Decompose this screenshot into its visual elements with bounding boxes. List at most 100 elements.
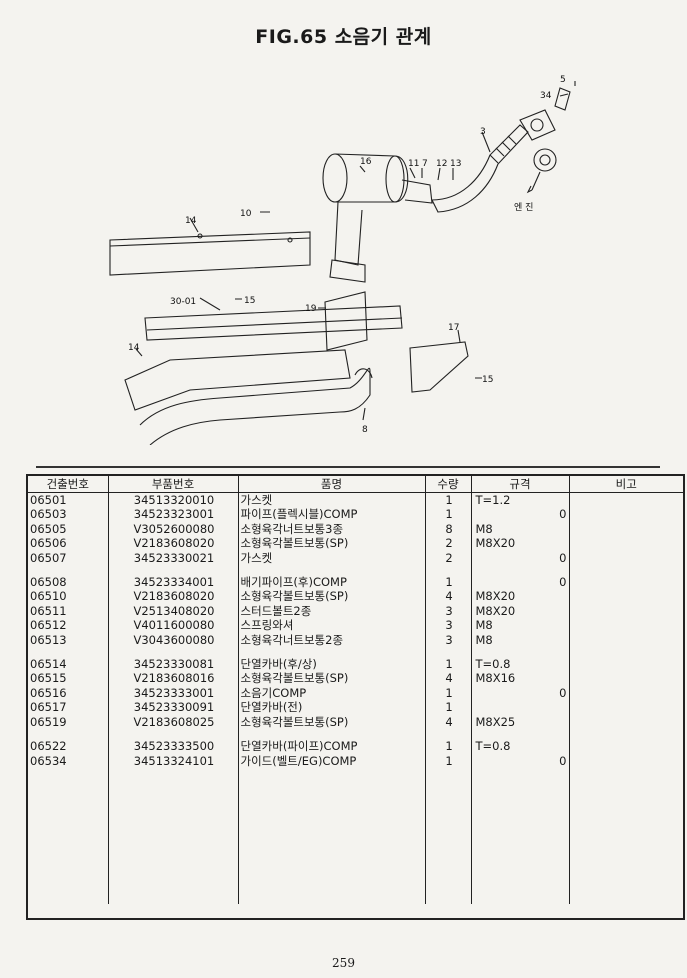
cell-part-name: 가스켓 — [238, 492, 426, 508]
cell-part-number: 34513324101 — [108, 753, 239, 768]
cell-quantity-text: 1 — [445, 575, 453, 590]
callout-label: 12 — [436, 159, 447, 169]
cell-spec: M8 — [471, 632, 570, 648]
cell-part-name-text: 소형육각너트보통2종 — [240, 632, 344, 647]
cell-quantity: 3 — [425, 603, 472, 619]
cell-quantity — [425, 647, 472, 658]
cell-remarks — [569, 493, 683, 508]
gasket-shape — [533, 148, 557, 172]
cell-quantity-text: 1 — [445, 700, 453, 715]
cell-part-number — [108, 565, 239, 576]
cell-number-text: 06505 — [30, 521, 67, 536]
cell-spec: M8X20 — [471, 603, 570, 619]
empty-cell — [569, 768, 683, 904]
cell-quantity: 1 — [425, 492, 472, 508]
cell-remarks — [569, 729, 683, 739]
cell-part-number-text: 34513320010 — [133, 493, 215, 507]
cell-remarks — [569, 589, 683, 603]
cell-part-name-text: 가스켓 — [240, 550, 273, 565]
cell-number-text: 06501 — [30, 493, 67, 507]
header-remarks: 비고 — [569, 476, 683, 493]
cell-quantity-text: 1 — [445, 657, 453, 672]
empty-cell — [108, 767, 239, 904]
table-filler-row — [28, 767, 683, 904]
cell-spec: 0 — [471, 685, 570, 701]
empty-cell — [238, 767, 426, 904]
cell-spec: T=0.8 — [471, 739, 570, 754]
cell-spec: 0 — [471, 575, 570, 590]
spec-mark: 0 — [559, 550, 567, 565]
callout-label: 14 — [128, 343, 140, 353]
cell-part-number: V4011600080 — [108, 618, 239, 633]
cell-remarks — [569, 647, 683, 657]
cell-quantity: 1 — [425, 507, 472, 522]
cell-number: 06510 — [28, 589, 109, 604]
cell-part-number: 34523323001 — [108, 507, 239, 522]
cell-remarks — [569, 522, 683, 536]
cell-spec-text: T=1.2 — [475, 493, 511, 507]
callout-label: 11 — [408, 159, 419, 169]
cell-part-number-text: V3043600080 — [133, 632, 215, 647]
cell-spec-text: M8X20 — [475, 536, 516, 551]
cell-part-name: 배기파이프(후)COMP — [238, 575, 426, 590]
cell-number-text: 06522 — [30, 739, 67, 754]
cell-part-name-text: 가스켓 — [240, 493, 273, 507]
cell-part-number: V2183608020 — [108, 589, 239, 604]
cell-number-text: 06513 — [30, 632, 67, 647]
cell-spec: M8X20 — [471, 536, 570, 551]
cell-remarks — [569, 671, 683, 685]
cell-part-name-text: 소형육각너트보통3종 — [240, 521, 344, 536]
cell-part-number-text: 34523330081 — [133, 657, 215, 672]
cell-spec: T=0.8 — [471, 657, 570, 672]
cell-spec-text: M8 — [475, 618, 493, 633]
engine-label: 엔 진 — [514, 202, 533, 213]
cell-part-name: 단열카바(파이프)COMP — [238, 739, 426, 754]
cell-spec: M8X16 — [471, 671, 570, 686]
cell-part-name-text: 파이프(플렉시블)COMP — [240, 507, 358, 522]
guide-belt-shape — [409, 341, 469, 393]
cell-quantity: 3 — [425, 618, 472, 633]
cell-remarks — [569, 575, 683, 589]
cell-quantity: 2 — [425, 550, 472, 566]
cell-number-text: 06508 — [30, 575, 67, 590]
cell-part-name: 스프링와셔 — [238, 618, 426, 633]
cell-spec-text: M8 — [475, 521, 493, 536]
empty-cell — [28, 767, 109, 904]
cell-part-number-text: V2183608020 — [133, 536, 215, 551]
cell-part-number: 34523330081 — [108, 657, 239, 672]
cell-part-number-text: V2183608016 — [133, 671, 215, 686]
cell-part-name-text: 소형육각볼트보통(SP) — [240, 536, 349, 551]
cell-quantity: 1 — [425, 575, 472, 590]
cell-remarks — [569, 604, 683, 618]
cell-number-text: 06503 — [30, 507, 67, 522]
cell-number: 06519 — [28, 714, 109, 730]
cell-part-number-text: 34523334001 — [133, 575, 215, 590]
flexible-pipe-shape — [431, 124, 529, 213]
cell-number: 06515 — [28, 671, 109, 686]
cell-quantity — [425, 565, 472, 576]
cell-remarks — [569, 618, 683, 632]
cell-part-number-text: 34523323001 — [133, 507, 215, 522]
cell-part-number: V3043600080 — [108, 632, 239, 648]
header-quantity: 수량 — [425, 476, 472, 493]
cell-spec-text: M8X25 — [475, 714, 516, 729]
cell-part-number — [108, 729, 239, 740]
cell-spec-text: T=0.8 — [475, 739, 511, 754]
cell-quantity-text: 1 — [445, 507, 453, 522]
cell-spec: M8X20 — [471, 589, 570, 604]
cell-part-name-text: 배기파이프(후)COMP — [240, 575, 347, 590]
exploded-parts-diagram: 5 34 3 16 11 7 12 13 엔 진 10 14 30-01 15 … — [109, 75, 576, 445]
cell-part-name: 가이드(벨트/EG)COMP — [238, 753, 426, 768]
header-number: 건출번호 — [28, 476, 109, 493]
cell-part-name: 파이프(플렉시블)COMP — [238, 507, 426, 522]
cell-number: 06517 — [28, 700, 109, 715]
cell-part-name: 단열카바(전) — [238, 700, 426, 715]
cell-part-number: V2183608025 — [108, 714, 239, 730]
cell-part-number-text: V2183608025 — [133, 714, 215, 729]
frame-rail-shape — [144, 305, 403, 341]
